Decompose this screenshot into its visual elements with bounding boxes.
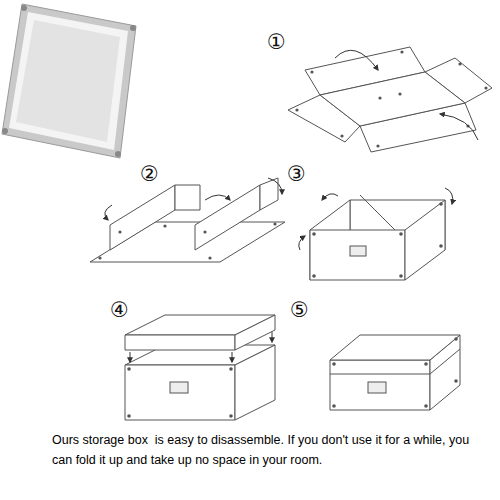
callout-number: ① <box>267 32 286 53</box>
callout-number: ⑤ <box>290 300 309 321</box>
callout-number: ④ <box>110 300 129 321</box>
lid-and-box <box>125 315 275 420</box>
callout-number: ③ <box>287 164 306 185</box>
flat-net <box>288 47 492 152</box>
folded-box-photo <box>2 4 136 158</box>
open-box <box>299 188 453 280</box>
closed-box <box>330 335 460 410</box>
half-folded-box <box>90 178 285 262</box>
caption: Ours storage box is easy to disassemble.… <box>52 430 492 470</box>
callout-number: ② <box>140 164 159 185</box>
